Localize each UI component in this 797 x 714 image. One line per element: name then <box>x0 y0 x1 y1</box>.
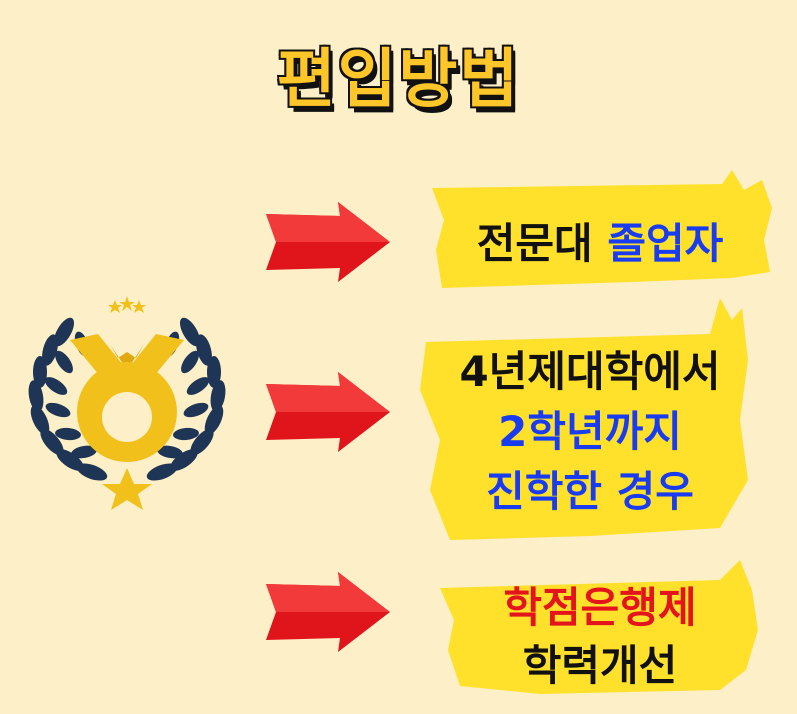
item-1-text: 전문대 졸업자 <box>420 216 780 272</box>
highlight-stroke <box>440 560 758 694</box>
highlight-stroke <box>432 170 772 288</box>
highlight-stroke <box>420 298 748 540</box>
medal-laurel-icon <box>28 296 226 510</box>
red-arrow-icon <box>266 572 390 652</box>
red-arrow-icon <box>266 372 390 452</box>
item-3-line2: 학력개선 <box>522 641 678 690</box>
item-2-line1: 4년제대학에서 <box>459 347 721 396</box>
item-1-part1: 전문대 <box>476 219 608 268</box>
item-1-part2: 졸업자 <box>607 219 724 268</box>
red-arrow-icon <box>266 202 390 282</box>
item-3-line1: 학점은행제 <box>503 583 697 632</box>
item-2-line3: 진학한 경우 <box>486 467 694 516</box>
item-2-line2: 2학년까지 <box>498 407 682 456</box>
page-title: 편입방법 <box>275 42 521 119</box>
